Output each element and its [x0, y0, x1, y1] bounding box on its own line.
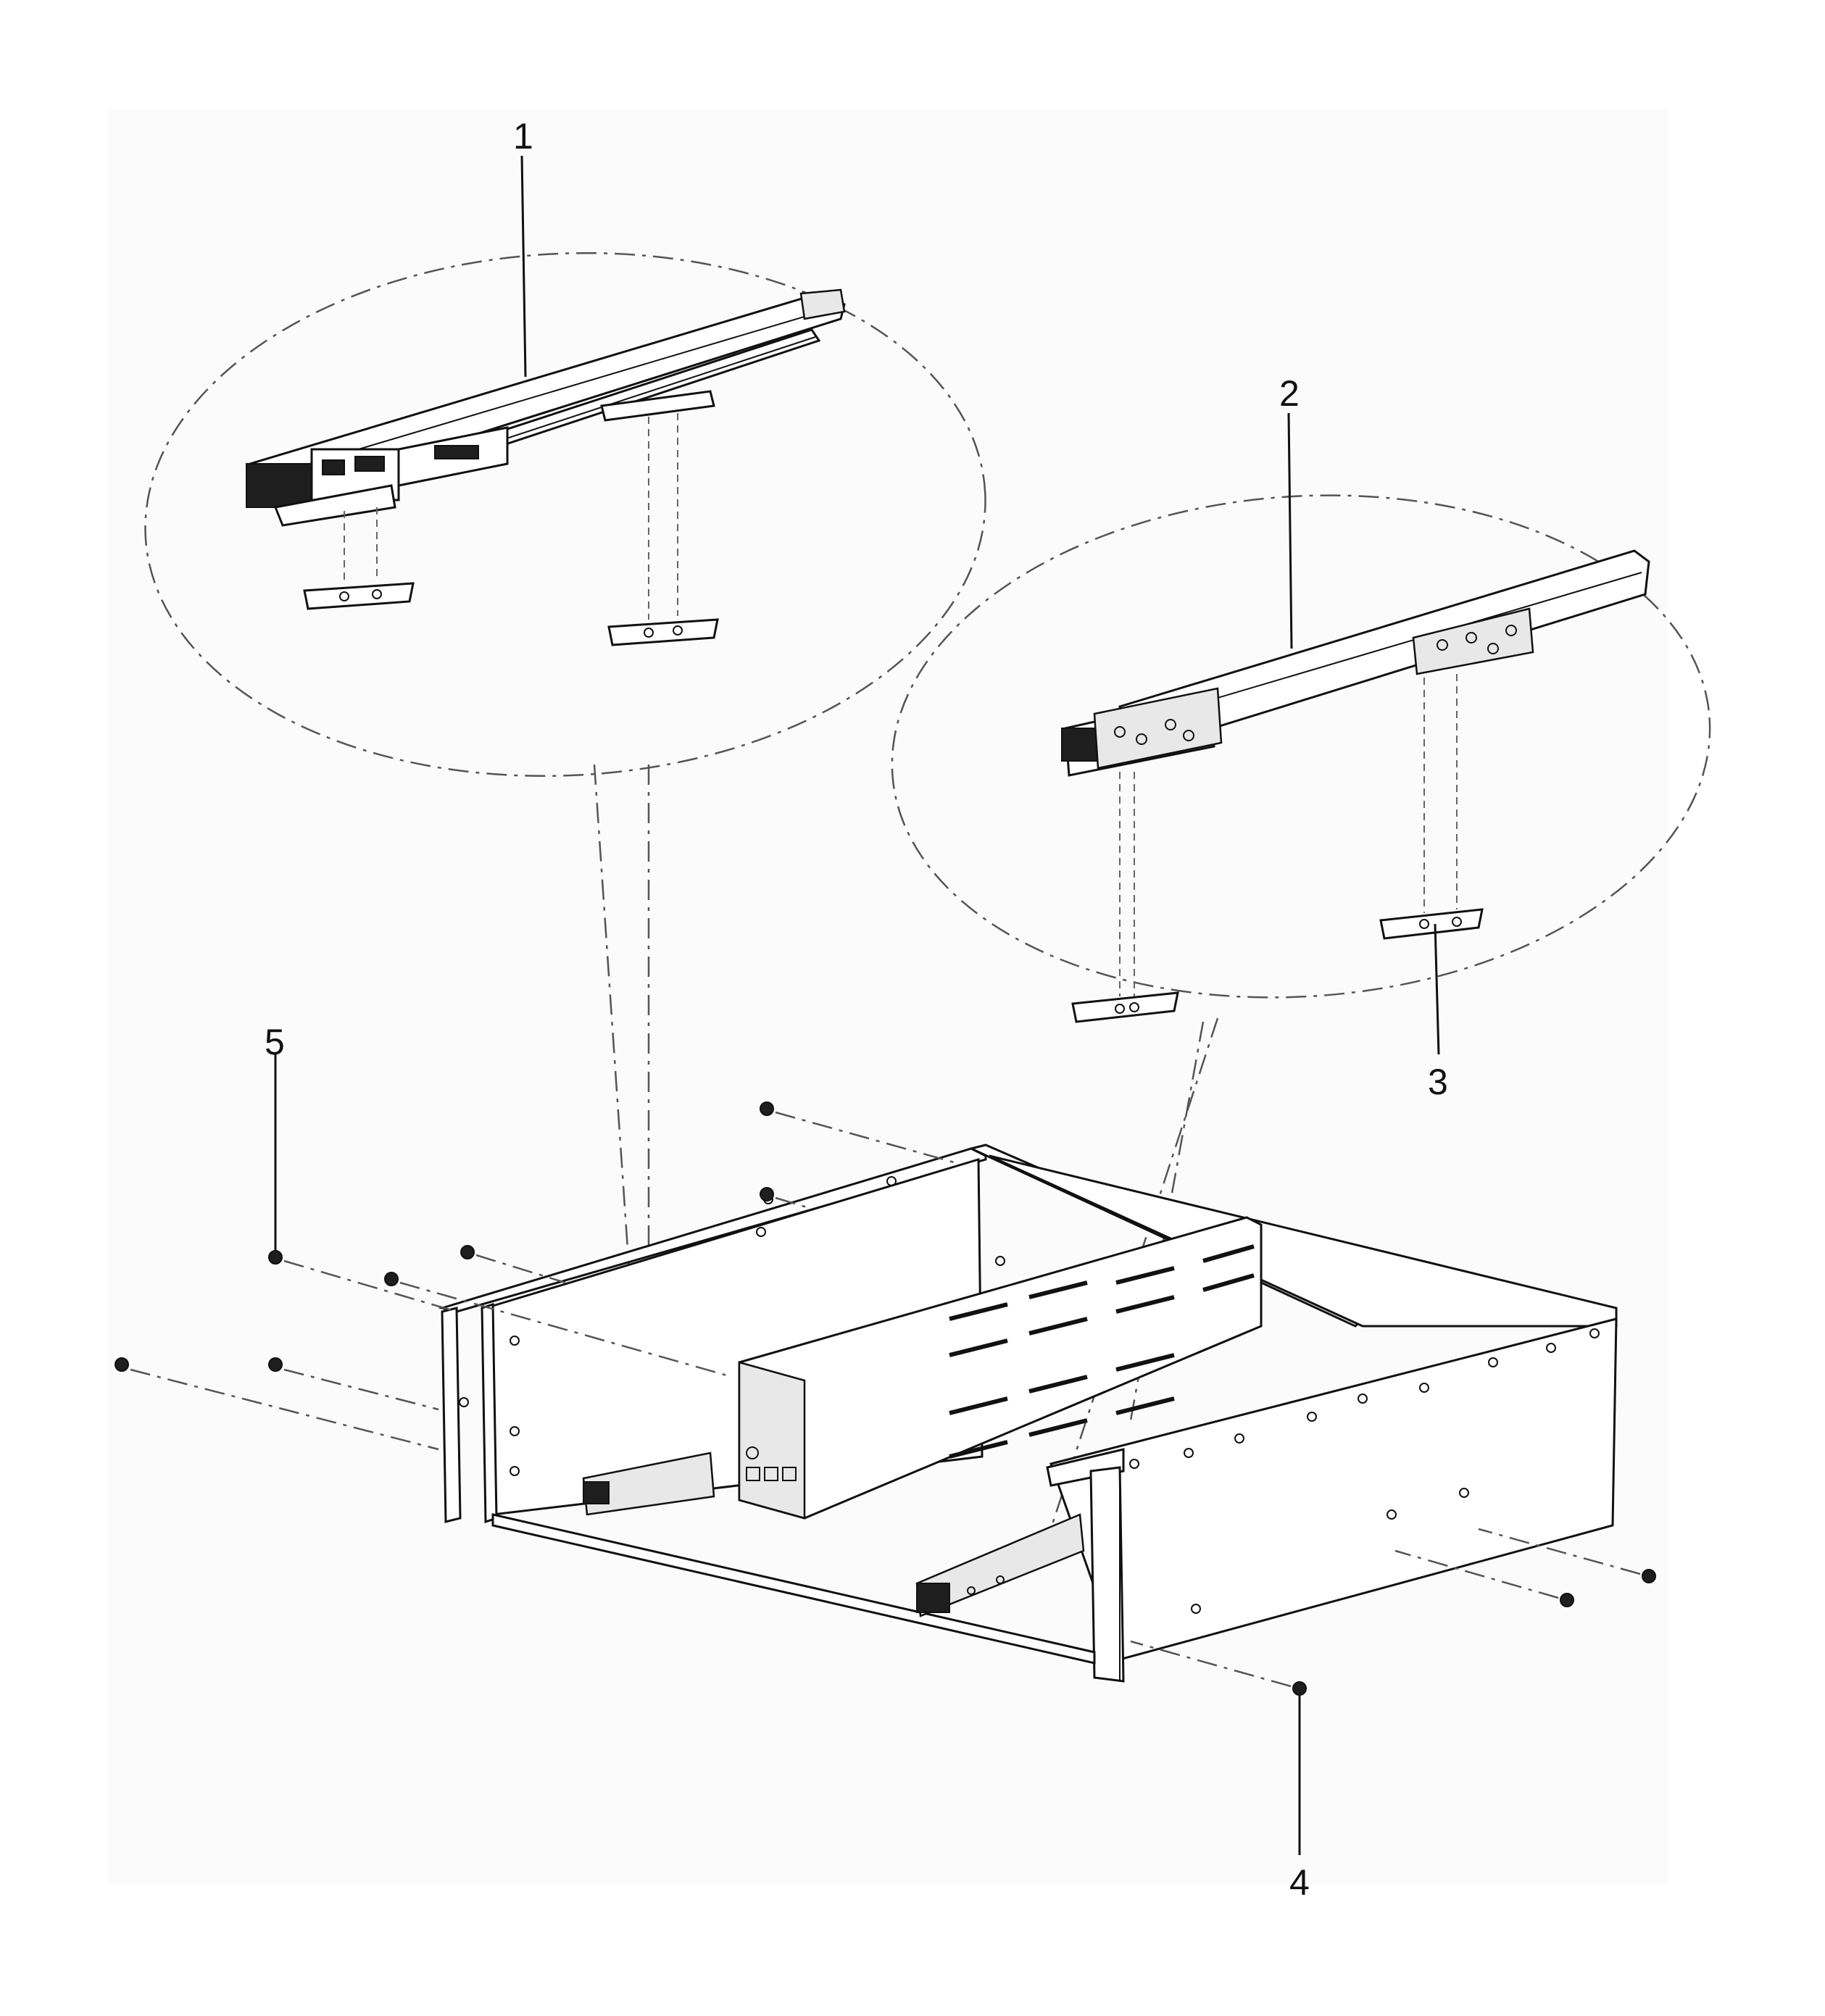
mounting-plate-right-front	[1071, 991, 1179, 1023]
mounting-plate-left-rear	[607, 618, 719, 646]
screw	[1642, 1569, 1656, 1583]
installed-slide-right	[915, 1513, 1085, 1617]
screws-left-group	[115, 1101, 957, 1451]
screws-right-group	[1130, 1528, 1656, 1696]
screw	[268, 1250, 283, 1265]
callout-2: 2	[1279, 373, 1300, 414]
callout-5: 5	[265, 1022, 285, 1062]
control-module	[738, 1216, 1263, 1520]
screw	[1560, 1593, 1574, 1607]
drawer-slide-right	[1061, 549, 1650, 996]
drawing-background	[109, 109, 1667, 1884]
screw	[460, 1245, 475, 1259]
screw	[1292, 1681, 1307, 1696]
drawer-slide-left	[246, 288, 846, 620]
screw	[115, 1357, 129, 1372]
screw	[760, 1101, 774, 1116]
screw	[384, 1272, 399, 1286]
mounting-plate-right-rear	[1379, 908, 1484, 940]
callout-3: 3	[1428, 1062, 1448, 1102]
screw	[760, 1187, 774, 1201]
mounting-plate-left-front	[303, 582, 415, 610]
callout-4: 4	[1289, 1862, 1310, 1903]
leader-lines	[274, 155, 1440, 1855]
installed-slide-left	[582, 1451, 715, 1516]
screw	[268, 1357, 283, 1372]
callout-1: 1	[513, 116, 533, 157]
